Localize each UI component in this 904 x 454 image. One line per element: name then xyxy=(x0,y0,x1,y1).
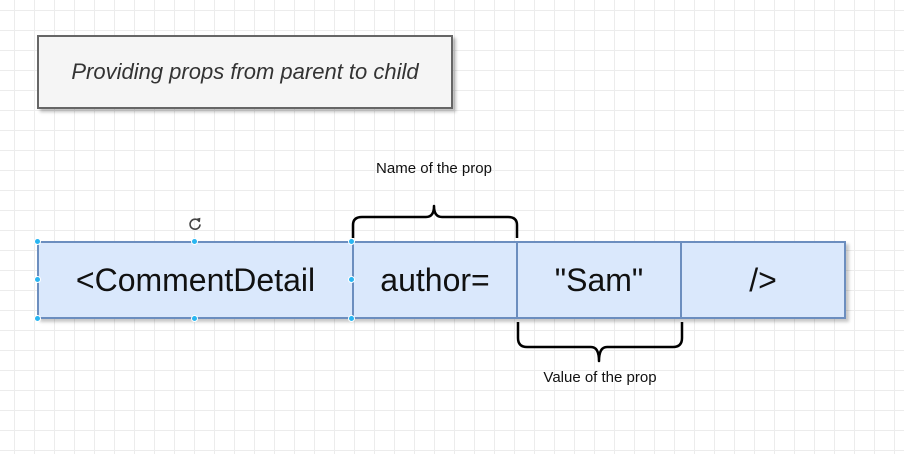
selection-handle-icon[interactable] xyxy=(191,315,198,322)
jsx-cell-component[interactable]: <CommentDetail xyxy=(37,241,354,319)
selection-handle-icon[interactable] xyxy=(348,276,355,283)
jsx-row: <CommentDetail author= "Sam" /> xyxy=(37,241,846,319)
jsx-cell-prop-name[interactable]: author= xyxy=(352,241,518,319)
selection-handle-icon[interactable] xyxy=(34,276,41,283)
jsx-cell-close[interactable]: /> xyxy=(680,241,846,319)
name-of-prop-label[interactable]: Name of the prop xyxy=(376,160,492,177)
rotate-icon[interactable] xyxy=(187,216,203,232)
value-of-prop-label[interactable]: Value of the prop xyxy=(543,369,657,386)
value-brace[interactable] xyxy=(515,318,687,366)
selection-handle-icon[interactable] xyxy=(348,315,355,322)
selection-handle-icon[interactable] xyxy=(348,238,355,245)
title-text: Providing props from parent to child xyxy=(71,59,419,84)
selection-handle-icon[interactable] xyxy=(34,315,41,322)
selection-handle-icon[interactable] xyxy=(191,238,198,245)
jsx-cell-prop-value[interactable]: "Sam" xyxy=(516,241,682,319)
selection-handle-icon[interactable] xyxy=(34,238,41,245)
name-brace[interactable] xyxy=(350,198,522,242)
title-box[interactable]: Providing props from parent to child xyxy=(37,35,453,109)
